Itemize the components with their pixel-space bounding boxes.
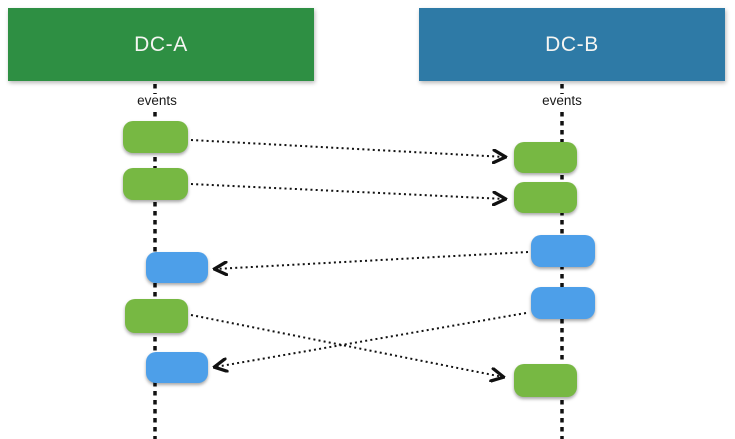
local-event-b2 [514, 182, 577, 213]
local-event-a4 [125, 299, 188, 333]
events-label-dc-a: events [137, 93, 177, 108]
header-dc-b: DC-B [419, 8, 725, 81]
local-event-b5 [514, 364, 577, 397]
events-label-dc-b: events [542, 93, 582, 108]
replicated-event-b3 [531, 235, 595, 267]
header-dc-a-title: DC-A [134, 32, 188, 56]
local-event-b1 [514, 142, 577, 173]
replication-arrow-a4-to-b5 [190, 314, 503, 377]
header-dc-b-title: DC-B [545, 32, 599, 56]
replicated-event-a3 [146, 252, 208, 283]
replication-arrow-a1-to-b1 [190, 139, 505, 157]
replication-arrow-b4-to-a5 [215, 312, 527, 367]
replicated-event-a5 [146, 352, 208, 383]
header-dc-a: DC-A [8, 8, 314, 81]
local-event-a2 [123, 168, 188, 200]
replication-arrow-b3-to-a3 [215, 251, 529, 269]
local-event-a1 [123, 121, 188, 153]
replicated-event-b4 [531, 287, 595, 319]
replication-arrow-a2-to-b2 [190, 183, 505, 199]
